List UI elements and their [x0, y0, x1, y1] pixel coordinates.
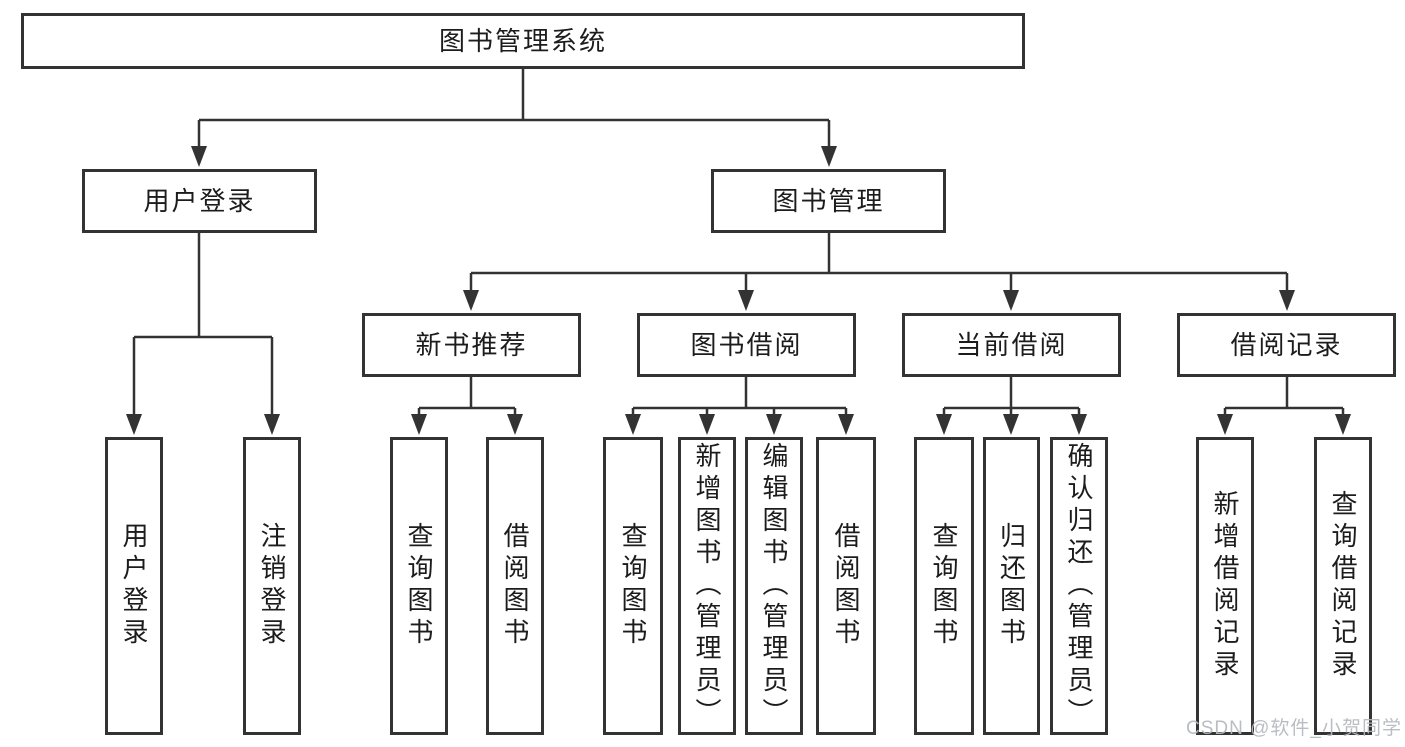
- node-borrow-record: 借阅记录: [1177, 313, 1396, 377]
- node-label: 编辑图书（管理员）: [759, 442, 789, 730]
- node-current-borrow: 当前借阅: [902, 313, 1121, 377]
- node-label: 借阅图书: [500, 522, 530, 650]
- node-label: 归还图书: [996, 522, 1027, 650]
- node-label: 借阅记录: [1230, 330, 1343, 360]
- leaf-confirm-return-admin: 确认归还（管理员）: [1050, 437, 1108, 735]
- node-label: 图书借阅: [690, 330, 803, 360]
- leaf-user-login: 用户登录: [105, 437, 163, 735]
- node-label: 图书管理系统: [438, 26, 607, 56]
- leaf-query-book-1: 查询图书: [390, 437, 448, 735]
- leaf-return-book: 归还图书: [983, 437, 1040, 735]
- node-user-login-branch: 用户登录: [82, 169, 317, 233]
- node-book-borrow: 图书借阅: [637, 313, 856, 377]
- node-label: 当前借阅: [955, 330, 1068, 360]
- leaf-add-book-admin: 新增图书（管理员）: [678, 437, 736, 735]
- node-label: 查询图书: [404, 522, 434, 650]
- node-label: 查询图书: [618, 522, 648, 650]
- node-new-book-recommend: 新书推荐: [362, 313, 581, 377]
- node-label: 用户登录: [119, 522, 149, 650]
- node-label: 新书推荐: [415, 330, 528, 360]
- node-label: 查询借阅记录: [1328, 490, 1358, 682]
- node-label: 确认归还（管理员）: [1064, 442, 1094, 730]
- leaf-query-book-3: 查询图书: [914, 437, 974, 735]
- node-root-system: 图书管理系统: [21, 13, 1025, 69]
- leaf-query-book-2: 查询图书: [603, 437, 663, 735]
- node-label: 新增图书（管理员）: [692, 442, 722, 730]
- node-book-management-branch: 图书管理: [711, 169, 946, 233]
- csdn-watermark: CSDN @软件_小贺同学: [1186, 718, 1402, 739]
- node-label: 用户登录: [143, 186, 256, 216]
- leaf-logout: 注销登录: [243, 437, 301, 735]
- leaf-borrow-book-2: 借阅图书: [816, 437, 876, 735]
- leaf-borrow-book-1: 借阅图书: [486, 437, 544, 735]
- leaf-add-borrow-record: 新增借阅记录: [1196, 437, 1254, 735]
- leaf-edit-book-admin: 编辑图书（管理员）: [745, 437, 803, 735]
- node-label: 新增借阅记录: [1210, 490, 1240, 682]
- node-label: 借阅图书: [831, 522, 861, 650]
- leaf-query-borrow-record: 查询借阅记录: [1314, 437, 1372, 735]
- node-label: 图书管理: [772, 186, 885, 216]
- node-label: 查询图书: [929, 522, 959, 650]
- node-label: 注销登录: [257, 522, 287, 650]
